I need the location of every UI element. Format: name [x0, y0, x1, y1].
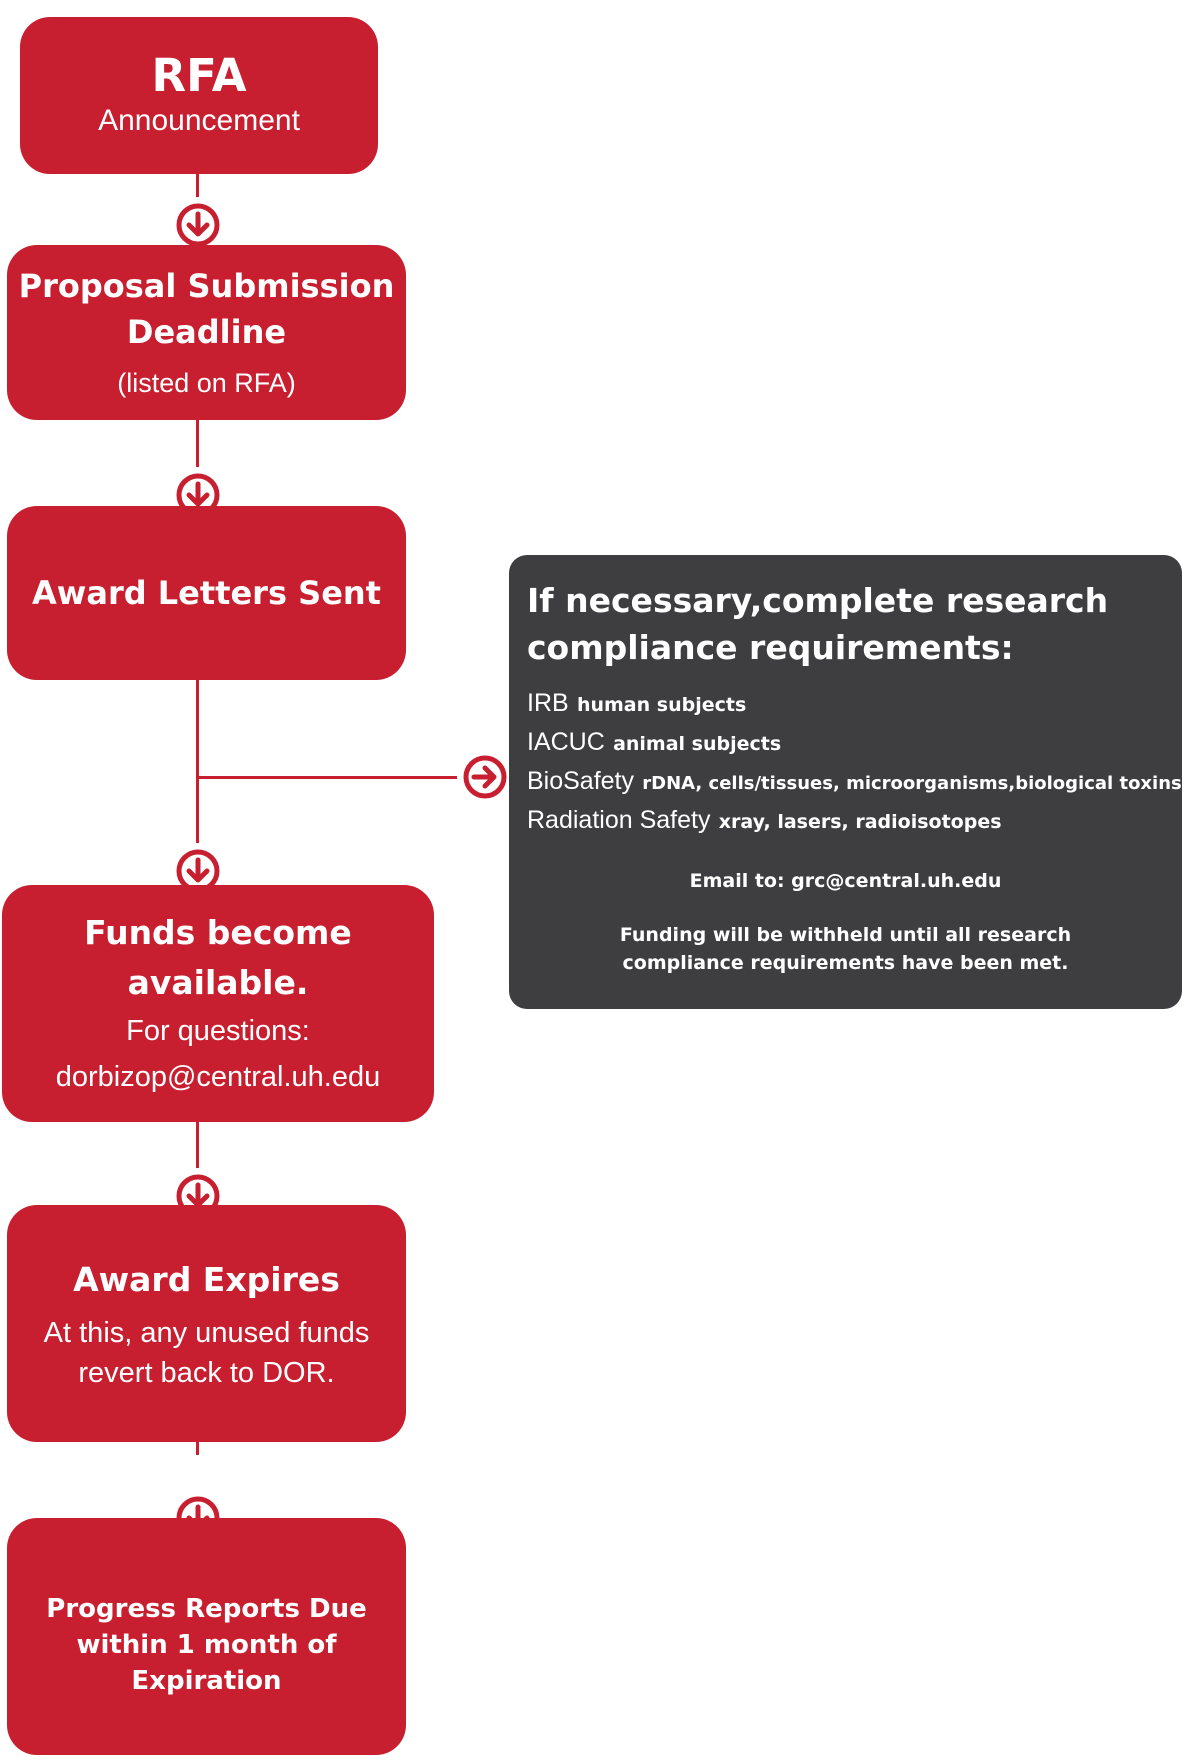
compliance-item-name: BioSafety	[527, 767, 635, 795]
down-arrow-icon	[170, 197, 226, 253]
compliance-email: Email to: grc@central.uh.edu	[689, 870, 1002, 892]
step-award-letters: Award Letters Sent	[7, 506, 406, 680]
compliance-item-detail: human subjects	[576, 694, 747, 716]
funds-line1: For questions:	[126, 1014, 310, 1047]
step-progress-reports: Progress Reports Due within 1 month of E…	[7, 1518, 406, 1755]
rfa-subtitle: Announcement	[98, 103, 300, 137]
step-funds-available: Funds become available. For questions: d…	[2, 885, 434, 1122]
compliance-item-detail: animal subjects	[613, 733, 782, 755]
compliance-note-line2: compliance requirements have been met.	[622, 952, 1069, 974]
expires-line2: revert back to DOR.	[78, 1356, 335, 1389]
compliance-item: IRB human subjects	[527, 685, 1164, 724]
expires-title: Award Expires	[73, 1259, 340, 1299]
progress-line2: within 1 month of Expiration	[76, 1629, 337, 1696]
compliance-item: Radiation Safety xray, lasers, radioisot…	[527, 802, 1164, 841]
funds-email: dorbizop@central.uh.edu	[55, 1060, 381, 1093]
step-proposal-deadline: Proposal Submission Deadline (listed on …	[7, 245, 406, 420]
compliance-item-name: Radiation Safety	[527, 806, 711, 834]
funds-title: Funds become available.	[84, 912, 352, 1002]
compliance-panel: If necessary,complete research complianc…	[509, 555, 1182, 1009]
progress-line1: Progress Reports Due	[46, 1593, 367, 1624]
compliance-item-name: IACUC	[527, 728, 605, 756]
step-award-expires: Award Expires At this, any unused funds …	[7, 1205, 406, 1442]
compliance-note-line1: Funding will be withheld until all resea…	[619, 924, 1072, 946]
compliance-item-name: IRB	[527, 689, 569, 717]
expires-line1: At this, any unused funds	[43, 1316, 370, 1349]
connector-branch	[196, 776, 466, 779]
compliance-item: BioSafety rDNA, cells/tissues, microorga…	[527, 763, 1182, 802]
step-rfa: RFA Announcement	[20, 17, 378, 174]
proposal-title-line1: Proposal Submission	[18, 266, 395, 305]
proposal-title-line2: Deadline	[126, 312, 287, 351]
right-arrow-icon	[457, 749, 513, 805]
compliance-title-line1: If necessary,complete research	[527, 581, 1109, 620]
compliance-note: Funding will be withheld until all resea…	[527, 921, 1164, 977]
rfa-title: RFA	[151, 48, 247, 102]
compliance-item-detail: xray, lasers, radioisotopes	[718, 811, 1002, 833]
compliance-item-detail: rDNA, cells/tissues, microorganisms,biol…	[642, 773, 1182, 794]
award-letters-title: Award Letters Sent	[32, 574, 381, 612]
compliance-item: IACUC animal subjects	[527, 724, 1164, 763]
compliance-title: If necessary,complete research complianc…	[527, 577, 1164, 671]
connector-line	[196, 170, 199, 1455]
proposal-note: (listed on RFA)	[117, 367, 296, 398]
compliance-title-line2: compliance requirements:	[527, 628, 1014, 667]
